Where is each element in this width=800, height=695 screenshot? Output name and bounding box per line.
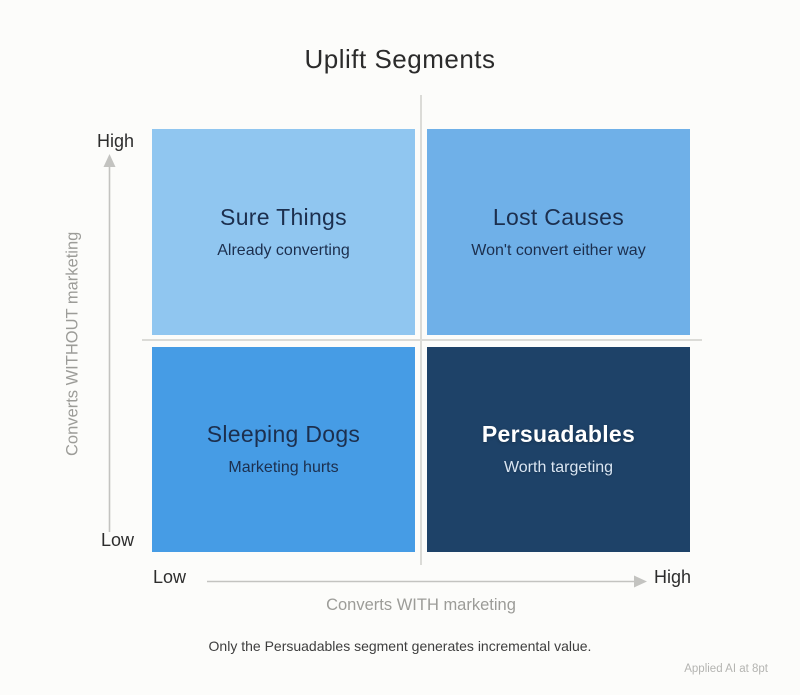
y-axis-arrow-icon: [103, 154, 116, 532]
x-axis-low-label: Low: [153, 567, 187, 587]
y-axis-label: Converts WITHOUT marketing: [63, 231, 82, 457]
crosshair-horizontal-divider: [142, 339, 702, 341]
quadrant-title: Lost Causes: [492, 203, 625, 230]
x-axis-arrow-icon: [207, 575, 647, 588]
quadrant-sure-things: Sure Things Already converting: [152, 129, 415, 335]
quadrant-title: Sleeping Dogs: [206, 421, 361, 448]
page-title: Uplift Segments: [304, 44, 496, 74]
quadrant-title: Sure Things: [220, 203, 347, 230]
quadrant-title: Persuadables: [481, 421, 636, 448]
quadrant-lost-causes: Lost Causes Won't convert either way: [427, 129, 690, 335]
y-axis-low-label: Low: [100, 530, 134, 550]
quadrant-subtitle: Worth targeting: [503, 459, 614, 477]
quadrant-grid: Sure Things Already converting Lost Caus…: [152, 129, 690, 552]
quadrant-sleeping-dogs: Sleeping Dogs Marketing hurts: [152, 346, 415, 552]
quadrant-subtitle: Already converting: [217, 241, 350, 259]
quadrant-subtitle: Marketing hurts: [228, 459, 339, 477]
quadrant-persuadables: Persuadables Worth targeting: [427, 346, 690, 552]
footer-note: Only the Persuadables segment generates …: [208, 638, 592, 654]
quadrant-subtitle: Won't convert either way: [471, 241, 646, 259]
watermark: Applied AI at 8pt: [684, 663, 768, 675]
x-axis-high-label: High: [654, 567, 692, 587]
crosshair-vertical-divider: [420, 95, 422, 565]
y-axis-high-label: High: [96, 131, 134, 151]
x-axis-label: Converts WITH marketing: [326, 596, 516, 614]
